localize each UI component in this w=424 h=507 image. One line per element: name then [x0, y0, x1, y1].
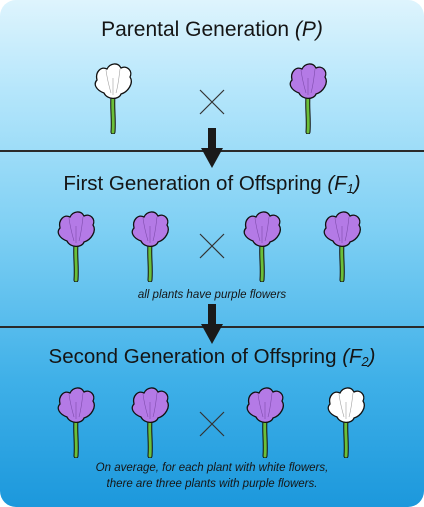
cross-icon: [199, 411, 225, 437]
white-flower-icon: [94, 63, 132, 134]
parental-generation-title: Parental Generation (P): [0, 18, 424, 42]
white-flower-icon: [327, 387, 365, 458]
f1-caption: all plants have purple flowers: [137, 289, 287, 301]
cross-icon: [199, 233, 225, 259]
purple-flower-icon: [243, 211, 281, 282]
title-symbol: (F1): [327, 172, 361, 197]
purple-flower-icon: [57, 211, 95, 282]
caption-line: On average, for each plant with white fl…: [95, 462, 329, 474]
symbol-open: (F: [342, 345, 362, 368]
title-symbol: (P): [294, 18, 323, 41]
second-generation-title: Second Generation of Offspring (F2): [0, 345, 424, 369]
first-generation-title: First Generation of Offspring (F1): [0, 172, 424, 196]
title-text: Parental Generation: [101, 18, 290, 41]
symbol-close: ): [353, 172, 361, 195]
caption-line: there are three plants with purple flowe…: [106, 478, 318, 490]
purple-flower-icon: [131, 211, 169, 282]
down-arrow-icon: [201, 128, 223, 168]
symbol-close: ): [368, 345, 376, 368]
purple-flower-icon: [57, 387, 95, 458]
symbol-subscript: 2: [361, 354, 369, 370]
title-symbol: (F2): [342, 345, 376, 370]
purple-flower-icon: [131, 387, 169, 458]
title-text: First Generation of Offspring: [63, 172, 322, 195]
symbol-subscript: 1: [346, 181, 354, 197]
f2-caption: On average, for each plant with white fl…: [0, 460, 424, 492]
purple-flower-icon: [289, 63, 327, 134]
purple-flower-icon: [323, 211, 361, 282]
title-text: Second Generation of Offspring: [48, 345, 337, 368]
cross-icon: [199, 89, 225, 115]
symbol-open: (F: [327, 172, 347, 195]
purple-flower-icon: [246, 387, 284, 458]
down-arrow-icon: [201, 304, 223, 344]
